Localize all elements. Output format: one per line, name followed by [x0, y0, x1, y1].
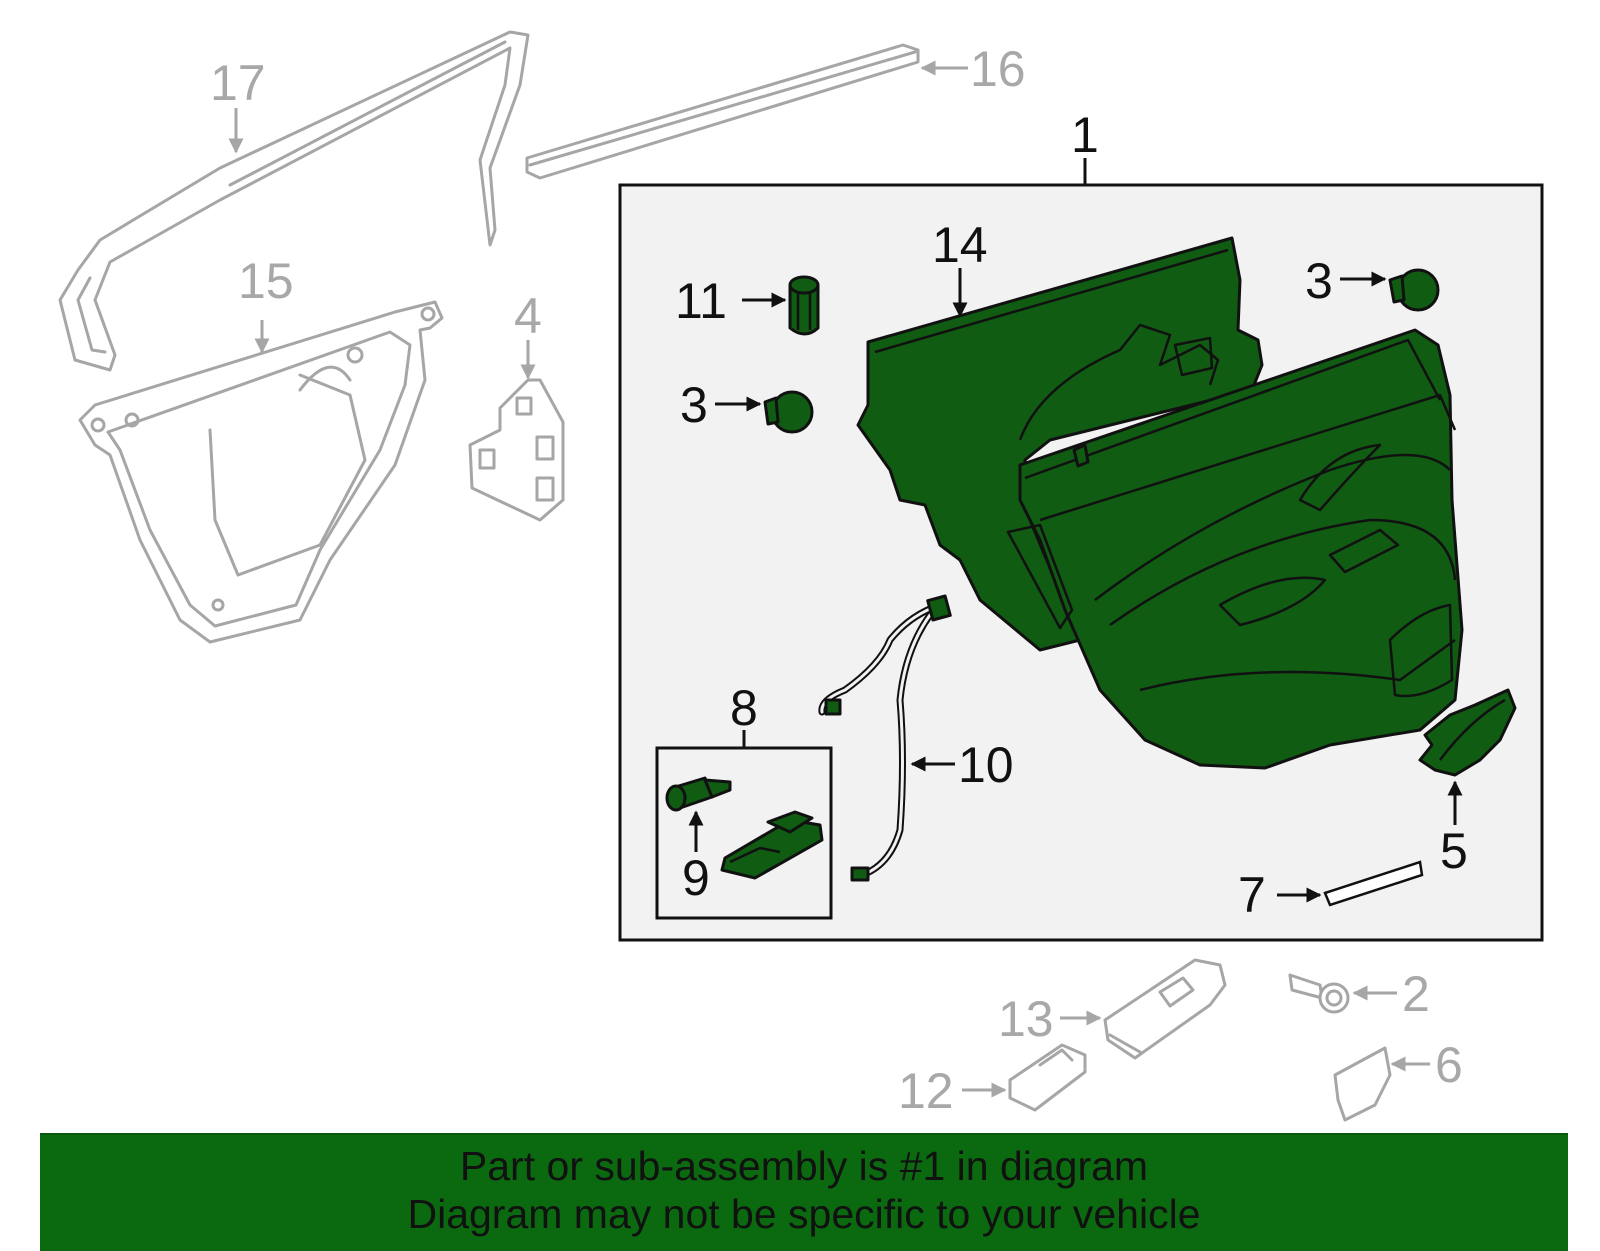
notice-banner: Part or sub-assembly is #1 in diagram Di…	[40, 1133, 1568, 1251]
label-part-8: 8	[730, 680, 758, 736]
label-part-6: 6	[1435, 1037, 1463, 1093]
part-17-weatherstrip	[58, 30, 530, 372]
part-1-door-trim-panel	[1006, 328, 1464, 770]
part-2-bolt	[1288, 973, 1350, 1014]
label-part-9: 9	[682, 850, 710, 906]
part-13-switch-bezel	[1103, 958, 1227, 1060]
label-part-11: 11	[675, 273, 727, 329]
part-9-knob	[665, 776, 732, 812]
label-part-2: 2	[1402, 966, 1430, 1022]
label-part-5: 5	[1440, 823, 1468, 879]
part-5-handle-trim	[1418, 688, 1517, 777]
banner-line-vehicle-note: Diagram may not be specific to your vehi…	[407, 1191, 1201, 1237]
label-part-3-upper: 3	[1305, 253, 1333, 309]
part-16-belt-molding	[525, 43, 920, 180]
part-8-switch	[720, 810, 824, 880]
label-part-12: 12	[898, 1063, 954, 1119]
label-part-13: 13	[998, 991, 1054, 1047]
label-part-14: 14	[932, 217, 988, 273]
banner-line-part-note: Part or sub-assembly is #1 in diagram	[459, 1143, 1149, 1189]
part-7-trim-strip	[1323, 860, 1424, 907]
part-11-retainer	[788, 275, 820, 336]
label-part-4: 4	[514, 288, 542, 344]
label-part-7: 7	[1238, 867, 1266, 923]
part-3-push-pin-lower	[763, 390, 814, 434]
label-part-1: 1	[1071, 107, 1099, 163]
part-4-bracket	[468, 378, 565, 522]
part-12-switch	[1008, 1043, 1087, 1112]
part-10-wiring-harness	[818, 594, 952, 882]
label-part-16: 16	[970, 41, 1026, 97]
label-part-10: 10	[958, 737, 1014, 793]
part-3-push-pin-upper	[1388, 268, 1440, 312]
label-part-15: 15	[238, 253, 294, 309]
label-part-17: 17	[210, 55, 266, 111]
part-15-water-deflector	[78, 300, 444, 644]
part-6-trim	[1333, 1046, 1392, 1122]
label-part-3-lower: 3	[680, 377, 708, 433]
